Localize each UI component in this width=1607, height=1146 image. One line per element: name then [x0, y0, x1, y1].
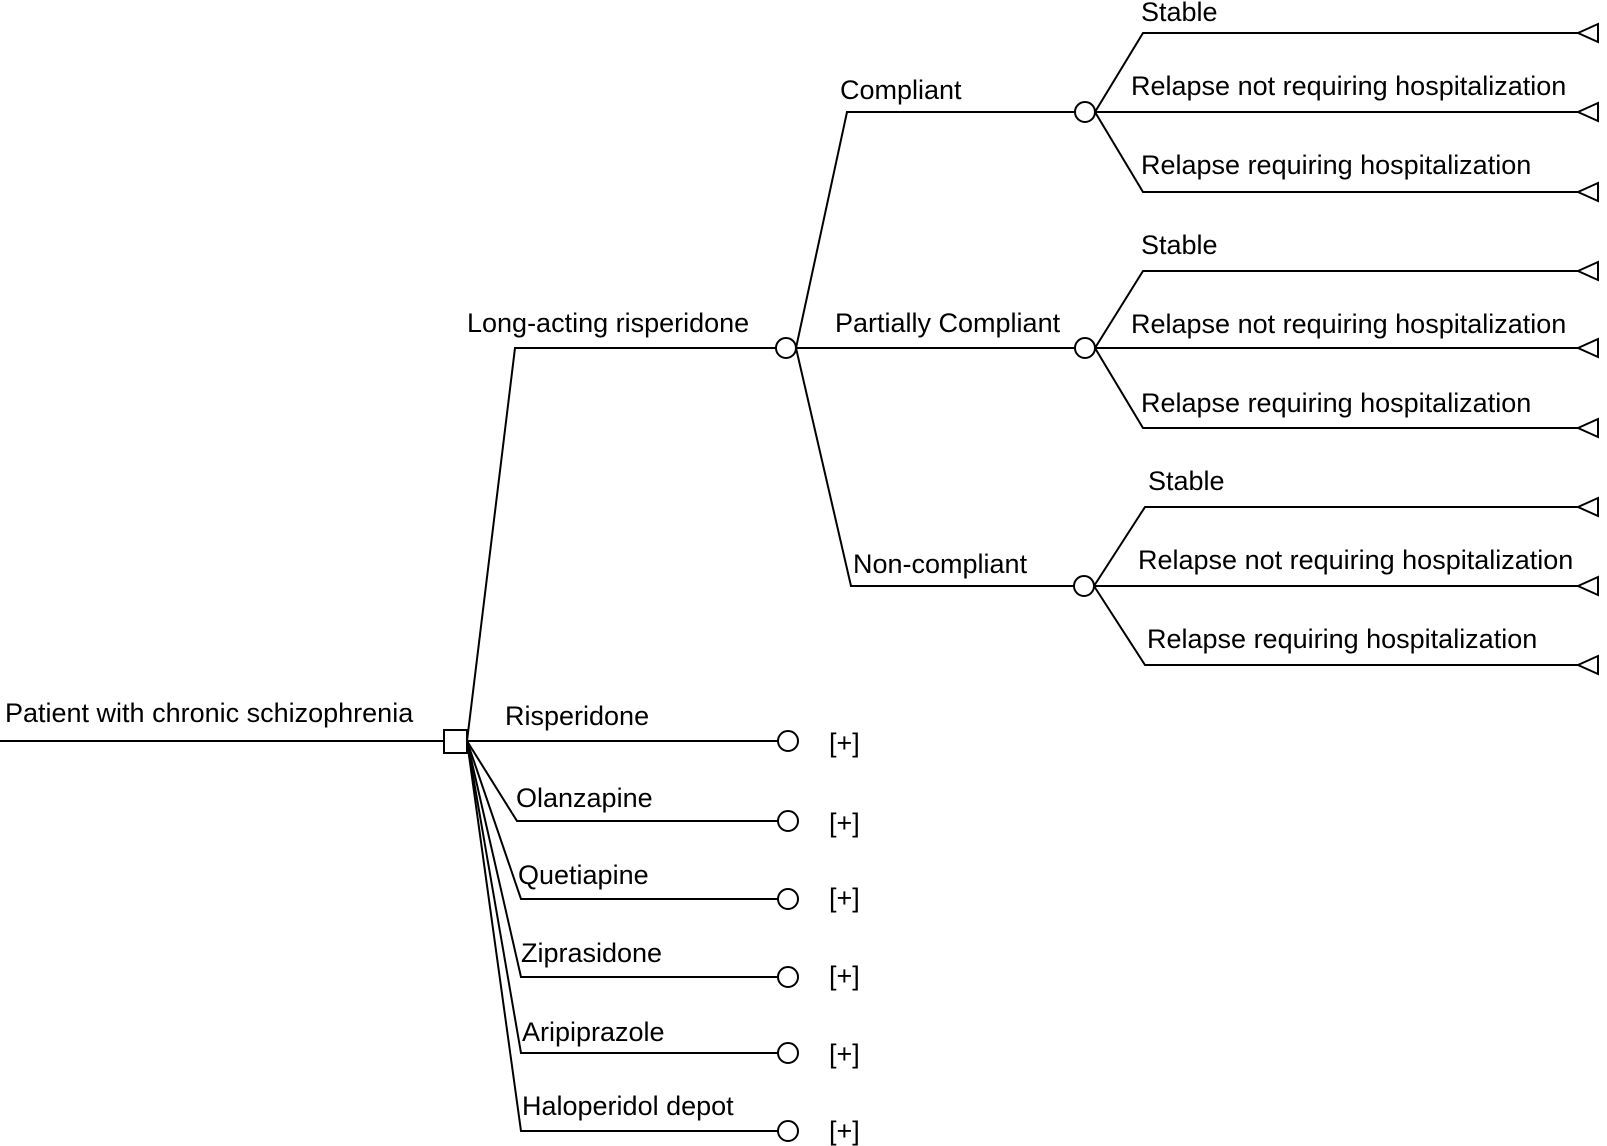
label-long-acting-risperidone: Long-acting risperidone [467, 308, 749, 338]
root-label: Patient with chronic schizophrenia [5, 698, 414, 728]
edge-olanzapine [466, 740, 778, 822]
expand-toggle[interactable]: [+] [829, 808, 860, 838]
outcome-label: Relapse not requiring hospitalization [1138, 545, 1573, 575]
expand-toggle[interactable]: [+] [829, 728, 860, 758]
label-quetiapine: Quetiapine [518, 860, 649, 890]
expand-toggle[interactable]: [+] [829, 961, 860, 991]
edge-compliant-relapse-hosp [1094, 111, 1578, 193]
terminal-node [1575, 22, 1599, 44]
edge-compliant-stable [1094, 32, 1578, 113]
chance-node-aripiprazole[interactable] [777, 1042, 799, 1064]
terminal-node [1575, 181, 1599, 203]
expand-toggle[interactable]: [+] [829, 1116, 860, 1146]
terminal-node [1575, 417, 1599, 439]
label-compliant: Compliant [840, 75, 962, 105]
edge-quetiapine [466, 740, 778, 900]
edge-partial-stable [1094, 270, 1578, 349]
outcome-label: Stable [1148, 466, 1225, 496]
chance-node-ziprasidone[interactable] [777, 966, 799, 988]
label-non-compliant: Non-compliant [853, 549, 1028, 579]
expand-toggle[interactable]: [+] [829, 883, 860, 913]
outcome-label: Relapse requiring hospitalization [1141, 150, 1531, 180]
outcome-label: Relapse requiring hospitalization [1147, 624, 1537, 654]
chance-node-risperidone[interactable] [777, 730, 799, 752]
expand-toggle[interactable]: [+] [829, 1039, 860, 1069]
edge-ziprasidone [466, 740, 778, 978]
edge-long-acting-risperidone [466, 347, 776, 742]
terminal-node [1575, 101, 1599, 123]
outcome-label: Stable [1141, 0, 1218, 27]
chance-node-non-compliant[interactable] [1073, 575, 1095, 597]
label-risperidone: Risperidone [505, 701, 649, 731]
chance-node-quetiapine[interactable] [777, 888, 799, 910]
edge-non-relapse-hosp [1093, 585, 1578, 666]
terminal-node [1575, 260, 1599, 282]
chance-node-compliant[interactable] [1074, 101, 1096, 123]
outcome-label: Relapse requiring hospitalization [1141, 388, 1531, 418]
outcome-label: Stable [1141, 230, 1218, 260]
outcome-label: Relapse not requiring hospitalization [1131, 309, 1566, 339]
chance-node-partially-compliant[interactable] [1074, 337, 1096, 359]
edge-partial-relapse-hosp [1094, 347, 1578, 429]
label-ziprasidone: Ziprasidone [521, 938, 662, 968]
edge-aripiprazole [466, 740, 778, 1054]
outcome-label: Relapse not requiring hospitalization [1131, 71, 1566, 101]
decision-node[interactable] [443, 729, 468, 754]
terminal-node [1575, 654, 1599, 676]
label-haloperidol-depot: Haloperidol depot [522, 1091, 734, 1121]
terminal-node [1575, 496, 1599, 518]
label-aripiprazole: Aripiprazole [522, 1017, 665, 1047]
edge-compliant [795, 111, 1075, 349]
edge-haloperidol-depot [466, 740, 778, 1132]
terminal-node [1575, 337, 1599, 359]
edge-non-stable [1093, 506, 1578, 587]
terminal-node [1575, 575, 1599, 597]
chance-node-haloperidol-depot[interactable] [777, 1120, 799, 1142]
edge-non-compliant [795, 347, 1074, 587]
chance-node-long-acting-risperidone[interactable] [775, 337, 797, 359]
label-olanzapine: Olanzapine [516, 783, 653, 813]
label-partially-compliant: Partially Compliant [835, 308, 1061, 338]
chance-node-olanzapine[interactable] [777, 810, 799, 832]
